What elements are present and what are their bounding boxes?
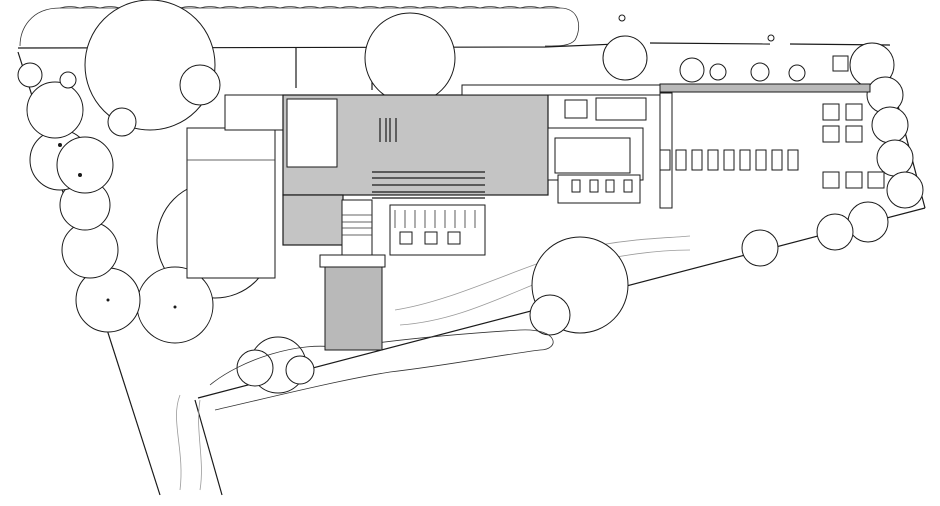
south-trees xyxy=(209,236,629,411)
pool xyxy=(186,127,276,279)
table-set-icon xyxy=(564,99,588,119)
orchard-grid xyxy=(822,103,885,189)
parking-marks xyxy=(659,149,799,171)
north-walkway xyxy=(659,83,871,93)
patio-planters xyxy=(394,210,476,245)
planter-box-icon xyxy=(447,231,461,245)
east-trees xyxy=(741,42,924,267)
north-trees xyxy=(364,12,849,104)
outdoor-furniture xyxy=(564,97,647,121)
planter-box-icon xyxy=(424,231,438,245)
terrace xyxy=(319,254,386,351)
wing-roof xyxy=(282,194,344,246)
planter-box-icon xyxy=(399,231,413,245)
